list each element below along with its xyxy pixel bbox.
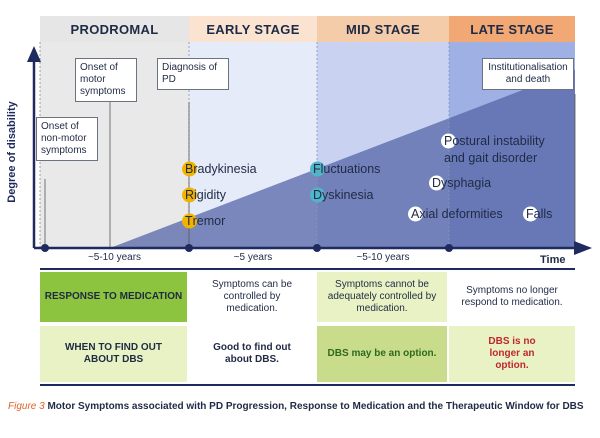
row-dbs-mid: DBS may be an option. — [317, 326, 447, 382]
figure-caption-text: Motor Symptoms associated with PD Progre… — [47, 401, 584, 412]
period-prodromal: ~5-10 years — [87, 252, 142, 263]
stage-header-mid: MID STAGE — [317, 16, 449, 42]
period-early: ~5 years — [233, 252, 273, 263]
row-dbs-header: WHEN TO FIND OUT ABOUT DBS — [40, 326, 187, 382]
rigidity-badge-icon — [182, 187, 197, 203]
falls-badge-icon — [523, 206, 538, 222]
row-response-late: Symptoms no longer respond to medication… — [449, 272, 575, 322]
axis-dot-2 — [185, 244, 193, 252]
axis-dot-3 — [313, 244, 321, 252]
dysphagia-badge-icon — [429, 175, 444, 191]
callout-onset-nonmotor: Onset of non-motor symptoms — [36, 117, 98, 161]
row-dbs-late: DBS is no longer an option. — [449, 326, 575, 382]
row-dbs-early: Good to find out about DBS. — [189, 326, 315, 382]
stage-header-prodromal: PRODROMAL — [40, 16, 189, 42]
row-response-mid: Symptoms cannot be adequately controlled… — [317, 272, 447, 322]
row-response-early: Symptoms can be controlled by medication… — [189, 272, 315, 322]
callout-institutionalisation: Institutionalisation and death — [482, 58, 574, 90]
tremor-badge-icon — [182, 213, 197, 229]
callout-diagnosis: Diagnosis of PD — [157, 58, 229, 90]
axis-dot-1 — [41, 244, 49, 252]
period-mid: ~5-10 years — [356, 252, 410, 263]
y-axis-label: Degree of disability — [6, 101, 18, 203]
bradykinesia-badge-icon — [182, 161, 197, 177]
postural-badge-icon — [441, 133, 456, 149]
dyskinesia-badge-icon — [310, 187, 325, 203]
figure-caption: Figure 3 Motor Symptoms associated with … — [8, 401, 593, 413]
disability-wedge — [110, 70, 575, 248]
axial-badge-icon — [408, 206, 423, 222]
stage-header-late: LATE STAGE — [449, 16, 575, 42]
figure-number: Figure 3 — [8, 401, 45, 412]
stage-header-early: EARLY STAGE — [189, 16, 317, 42]
fluctuations-badge-icon — [310, 161, 325, 177]
row-response-header: RESPONSE TO MEDICATION — [40, 272, 187, 322]
callout-onset-motor: Onset of motor symptoms — [75, 58, 137, 102]
symptom-postural-line2: and gait disorder — [444, 151, 538, 165]
axis-dot-4 — [445, 244, 453, 252]
table-bottom-rule — [40, 384, 575, 386]
x-axis-label: Time — [540, 254, 566, 266]
table-top-rule — [40, 268, 575, 270]
y-axis-arrow — [27, 46, 41, 62]
x-axis-arrow — [574, 241, 592, 255]
